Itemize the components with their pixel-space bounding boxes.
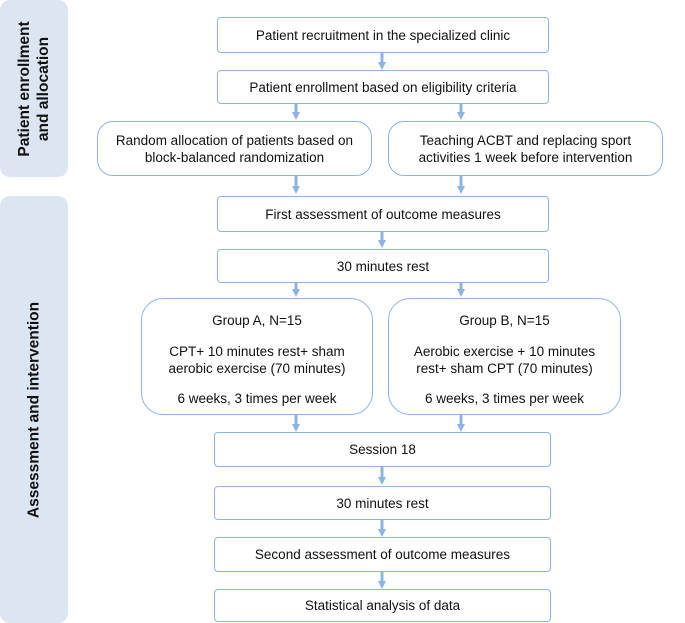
session-box: Session 18 bbox=[214, 432, 551, 467]
group-b-schedule: 6 weeks, 3 times per week bbox=[424, 391, 585, 406]
enrollment-allocation-panel: Patient enrollment and allocation bbox=[0, 0, 68, 177]
rest-box-1: 30 minutes rest bbox=[217, 249, 549, 283]
assessment-intervention-panel: Assessment and intervention bbox=[0, 196, 68, 623]
group-a-desc-line2: aerobic exercise (70 minutes) bbox=[168, 361, 346, 376]
group-b-desc-line1: Aerobic exercise + 10 minutes bbox=[413, 344, 596, 359]
first-assessment-box: First assessment of outcome measures bbox=[217, 196, 549, 232]
rest-box-2: 30 minutes rest bbox=[214, 486, 551, 520]
group-b-desc-line2: rest+ sham CPT (70 minutes) bbox=[416, 361, 593, 376]
second-assessment-box: Second assessment of outcome measures bbox=[214, 537, 551, 572]
random-allocation-box: Random allocation of patients based on b… bbox=[97, 121, 372, 176]
group-a-box: Group A, N=15 CPT+ 10 minutes rest+ sham… bbox=[141, 298, 373, 415]
statistical-analysis-box: Statistical analysis of data bbox=[214, 589, 551, 622]
enrollment-box: Patient enrollment based on eligibility … bbox=[217, 70, 549, 104]
group-b-box: Group B, N=15 Aerobic exercise + 10 minu… bbox=[388, 298, 621, 415]
group-a-desc-line1: CPT+ 10 minutes rest+ sham bbox=[169, 344, 345, 359]
group-b-title: Group B, N=15 bbox=[459, 313, 550, 328]
teaching-acbt-box: Teaching ACBT and replacing sport activi… bbox=[388, 121, 663, 176]
group-a-title: Group A, N=15 bbox=[212, 313, 302, 328]
recruitment-box: Patient recruitment in the specialized c… bbox=[217, 17, 549, 53]
group-a-schedule: 6 weeks, 3 times per week bbox=[177, 391, 337, 406]
